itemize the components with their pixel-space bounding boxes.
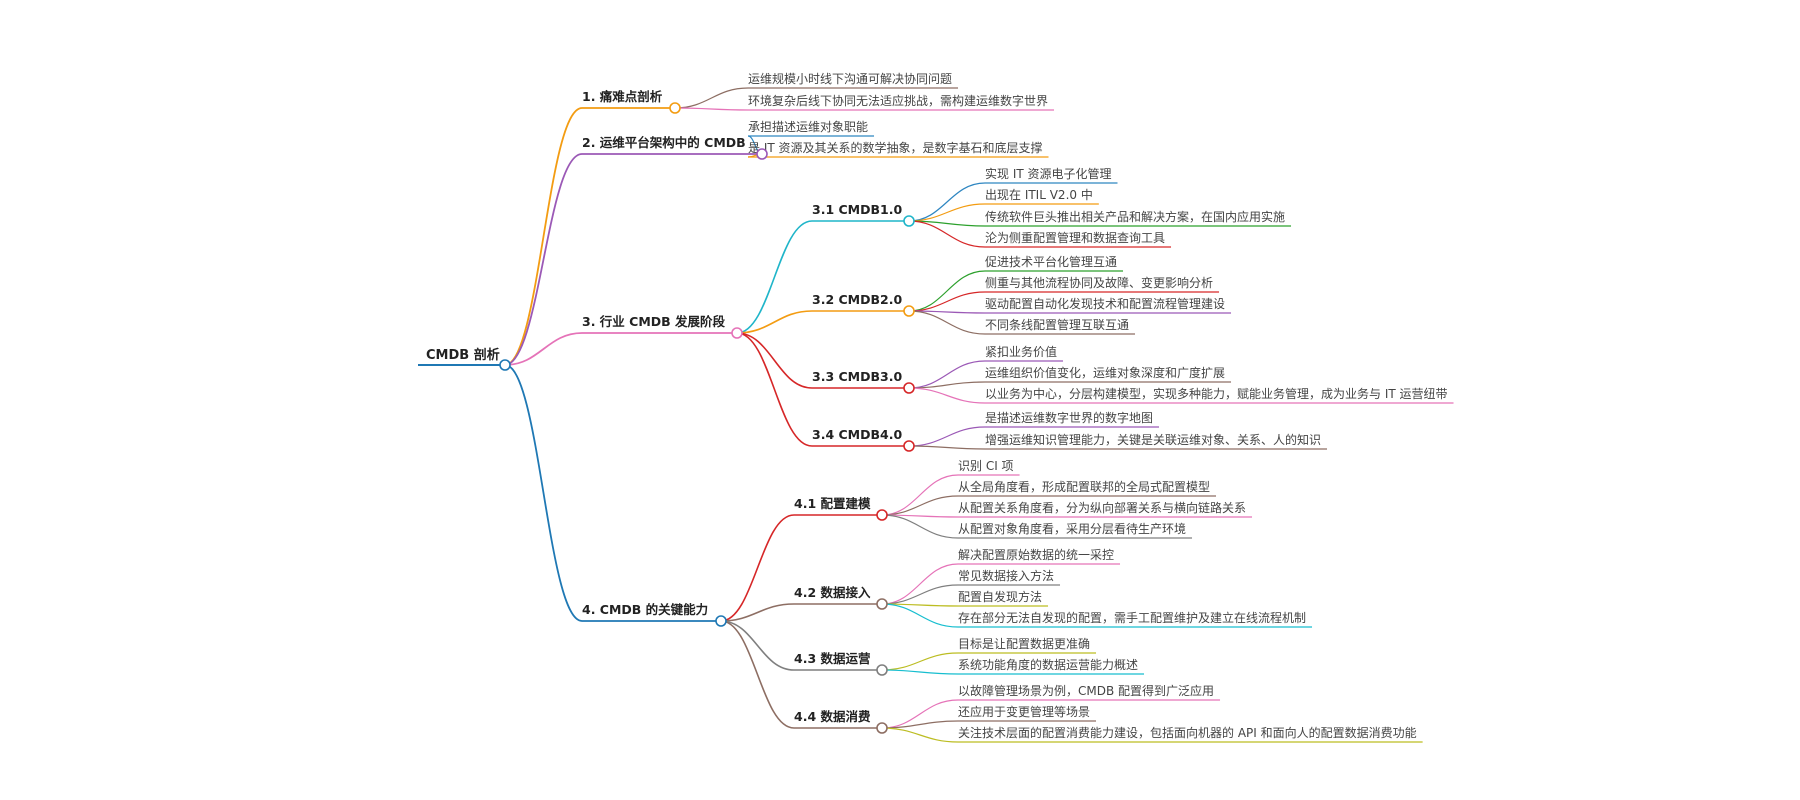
branch-1-leaf-2-connector: [674, 107, 749, 111]
branch-3-sub-2-label: 3.2 CMDB2.0: [812, 292, 902, 307]
branch-4-sub-1-label: 4.1 配置建模: [794, 496, 871, 511]
branch-3-sub-1-leaf-2: 出现在 ITIL V2.0 中: [985, 187, 1093, 202]
branch-4-sub-1-leaf-1-connector: [881, 474, 959, 516]
branch-3-sub-2-connector: [736, 310, 813, 334]
branch-3-sub-3-leaf-3-connector: [908, 387, 986, 404]
branch-3-sub-2-leaf-1-connector: [908, 270, 986, 312]
branch-3-sub-2-leaf-4-connector: [908, 310, 986, 335]
branch-4-sub-3-leaf-2-connector: [881, 669, 959, 675]
branch-3-sub-2-leaf-2: 侧重与其他流程协同及故障、变更影响分析: [985, 275, 1213, 290]
branch-4-sub-1-leaf-4-connector: [881, 514, 959, 539]
branch-2-collapse-toggle[interactable]: [756, 148, 768, 160]
branch-3-sub-4-label: 3.4 CMDB4.0: [812, 427, 902, 442]
branch-3-sub-1-collapse-toggle[interactable]: [903, 215, 915, 227]
branch-3-sub-4-leaf-1: 是描述运维数字世界的数字地图: [985, 410, 1153, 425]
branch-2-leaf-2: 是 IT 资源及其关系的数学抽象，是数字基石和底层支撑: [748, 140, 1043, 155]
branch-4-sub-4-leaf-1-connector: [881, 699, 959, 729]
branch-3-sub-3-leaf-2: 运维组织价值变化，运维对象深度和广度扩展: [985, 365, 1225, 380]
branch-4-sub-4-leaf-1: 以故障管理场景为例，CMDB 配置得到广泛应用: [958, 683, 1214, 698]
branch-4-sub-1-connector: [720, 514, 795, 622]
branch-3-sub-1-leaf-1: 实现 IT 资源电子化管理: [985, 166, 1112, 181]
branch-4-sub-4-connector: [720, 620, 795, 729]
branch-3-collapse-toggle[interactable]: [731, 327, 743, 339]
branch-4-sub-3-leaf-1-connector: [881, 652, 959, 671]
branch-3-sub-3-connector: [736, 332, 813, 389]
branch-4-collapse-toggle[interactable]: [715, 615, 727, 627]
branch-4-connector: [504, 364, 583, 622]
branch-3-sub-3-leaf-3: 以业务为中心，分层构建模型，实现多种能力，赋能业务管理，成为业务与 IT 运营纽…: [985, 386, 1448, 401]
branch-3-sub-1-leaf-3: 传统软件巨头推出相关产品和解决方案，在国内应用实施: [985, 209, 1285, 224]
branch-1-connector: [504, 107, 583, 366]
branch-4-sub-4-leaf-2: 还应用于变更管理等场景: [958, 704, 1090, 719]
branch-4-sub-2-leaf-4-connector: [881, 603, 959, 628]
branch-4-sub-3-leaf-1: 目标是让配置数据更准确: [958, 636, 1090, 651]
branch-3-sub-2-leaf-3: 驱动配置自动化发现技术和配置流程管理建设: [985, 296, 1225, 311]
branch-4-sub-1-leaf-2: 从全局角度看，形成配置联邦的全局式配置模型: [958, 479, 1210, 494]
branch-3-sub-1-leaf-1-connector: [908, 182, 986, 222]
mind-map-connectors: [418, 87, 1454, 743]
branch-3-sub-4-leaf-2: 增强运维知识管理能力，关键是关联运维对象、关系、人的知识: [985, 432, 1321, 447]
branch-3-sub-1-leaf-2-connector: [908, 203, 986, 222]
branch-3-connector: [504, 332, 583, 366]
branch-3-sub-3-leaf-1: 紧扣业务价值: [985, 344, 1057, 359]
branch-4-sub-1-collapse-toggle[interactable]: [876, 509, 888, 521]
branch-3-sub-2-collapse-toggle[interactable]: [903, 305, 915, 317]
branch-1-collapse-toggle[interactable]: [669, 102, 681, 114]
branch-2-connector: [504, 153, 583, 366]
branch-4-label: 4. CMDB 的关键能力: [582, 602, 708, 617]
branch-4-sub-2-leaf-1-connector: [881, 563, 959, 605]
branch-3-sub-4-connector: [736, 332, 813, 447]
branch-4-sub-4-leaf-3-connector: [881, 727, 959, 743]
branch-4-sub-2-leaf-3: 配置自发现方法: [958, 589, 1042, 604]
root-node-label: CMDB 剖析: [426, 347, 500, 363]
branch-2-leaf-1: 承担描述运维对象职能: [748, 120, 868, 134]
branch-4-sub-2-label: 4.2 数据接入: [794, 585, 871, 600]
branch-3-sub-3-leaf-1-connector: [908, 360, 986, 389]
branch-3-label: 3. 行业 CMDB 发展阶段: [582, 314, 726, 329]
branch-4-sub-3-leaf-2: 系统功能角度的数据运营能力概述: [958, 657, 1138, 672]
branch-3-sub-1-leaf-4-connector: [908, 220, 986, 248]
branch-4-sub-3-label: 4.3 数据运营: [794, 651, 871, 666]
branch-1-leaf-2: 环境复杂后线下协同无法适应挑战，需构建运维数字世界: [748, 93, 1048, 108]
branch-3-sub-3-collapse-toggle[interactable]: [903, 382, 915, 394]
branch-1-leaf-1: 运维规模小时线下沟通可解决协同问题: [748, 71, 952, 86]
branch-1-label: 1. 痛难点剖析: [582, 89, 663, 104]
branch-3-sub-1-label: 3.1 CMDB1.0: [812, 202, 902, 217]
branch-4-sub-2-leaf-4: 存在部分无法自发现的配置，需手工配置维护及建立在线流程机制: [958, 610, 1306, 625]
branch-4-sub-3-connector: [720, 620, 795, 671]
branch-4-sub-2-leaf-2-connector: [881, 584, 959, 605]
branch-2-label: 2. 运维平台架构中的 CMDB: [582, 135, 746, 150]
branch-4-sub-2-leaf-2: 常见数据接入方法: [958, 568, 1054, 583]
mind-map-nodes: CMDB 剖析 1. 痛难点剖析 运维规模小时线下沟通可解决协同问题环境复杂后线下协…: [426, 71, 1448, 740]
branch-1-leaf-1-connector: [674, 87, 749, 109]
branch-4-sub-4-label: 4.4 数据消费: [794, 709, 871, 724]
branch-4-sub-1-leaf-2-connector: [881, 495, 959, 516]
branch-3-sub-1-leaf-4: 沦为侧重配置管理和数据查询工具: [985, 230, 1165, 245]
branch-3-sub-1-connector: [736, 220, 813, 334]
branch-3-sub-3-label: 3.3 CMDB3.0: [812, 369, 902, 384]
branch-4-sub-4-collapse-toggle[interactable]: [876, 722, 888, 734]
branch-4-sub-2-leaf-1: 解决配置原始数据的统一采控: [958, 547, 1114, 562]
branch-3-sub-4-leaf-2-connector: [908, 445, 986, 450]
branch-3-sub-4-leaf-1-connector: [908, 426, 986, 447]
branch-3-sub-3-leaf-2-connector: [908, 381, 986, 389]
branch-4-sub-4-leaf-3: 关注技术层面的配置消费能力建设，包括面向机器的 API 和面向人的配置数据消费功…: [958, 725, 1417, 740]
root-collapse-toggle[interactable]: [499, 359, 511, 371]
branch-3-sub-2-leaf-4: 不同条线配置管理互联互通: [985, 317, 1129, 332]
branch-4-sub-3-collapse-toggle[interactable]: [876, 664, 888, 676]
branch-4-sub-1-leaf-1: 识别 CI 项: [958, 459, 1014, 473]
branch-4-sub-2-collapse-toggle[interactable]: [876, 598, 888, 610]
branch-4-sub-1-leaf-3: 从配置关系角度看，分为纵向部署关系与横向链路关系: [958, 500, 1246, 515]
branch-4-sub-1-leaf-4: 从配置对象角度看，采用分层看待生产环境: [958, 521, 1186, 536]
branch-3-sub-2-leaf-2-connector: [908, 291, 986, 312]
branch-4-sub-2-connector: [720, 603, 795, 622]
branch-3-sub-4-collapse-toggle[interactable]: [903, 440, 915, 452]
branch-3-sub-2-leaf-1: 促进技术平台化管理互通: [985, 254, 1117, 269]
